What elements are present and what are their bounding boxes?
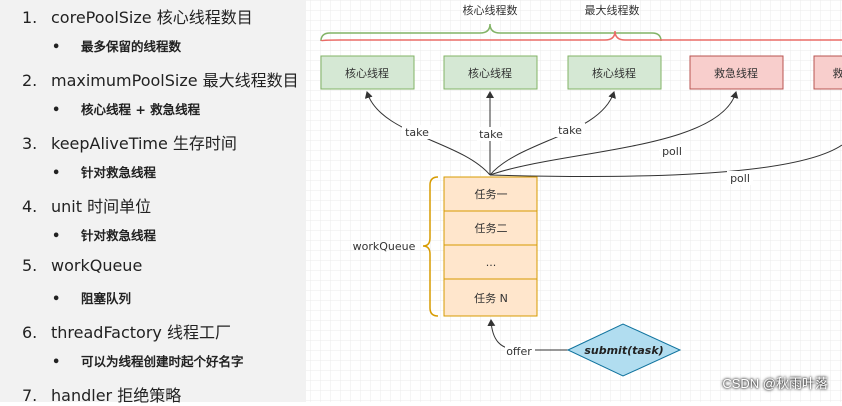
note-sub-3: •针对救急线程 [52,162,156,181]
take-label-3: take [558,124,582,137]
note-sub-4: •针对救急线程 [52,225,156,244]
diagram-canvas: 核心线程数 最大线程数 核心线程 核心线程 核心线程 救急线程 救 take t… [306,0,842,402]
core-thread-3-label: 核心线程 [592,66,636,80]
note-item-1: 1.corePoolSize 核心线程数目 [22,4,253,28]
queue-task-2-label: 任务二 [475,222,508,235]
note-item-6: 6.threadFactory 线程工厂 [22,319,231,343]
poll-label-1: poll [662,145,682,158]
note-item-5: 5.workQueue [22,256,142,275]
note-sub-6: •可以为线程创建时起个好名字 [52,351,244,370]
note-sub-1: •最多保留的线程数 [52,36,181,55]
take-label-1: take [405,126,429,139]
core-count-label: 核心线程数 [463,3,518,17]
notes-panel: 1.corePoolSize 核心线程数目 •最多保留的线程数 2.maximu… [0,0,306,402]
note-sub-2: •核心线程 + 救急线程 [52,99,200,118]
queue-task-4-label: 任务 N [474,292,508,305]
queue-label: workQueue [353,240,416,253]
note-item-3: 3.keepAliveTime 生存时间 [22,130,237,154]
note-item-2: 2.maximumPoolSize 最大线程数目 [22,67,299,91]
poll-label-2: poll [730,172,750,185]
watermark: CSDN @秋雨叶落 [722,373,828,392]
thread-pool-diagram: 核心线程数 最大线程数 核心线程 核心线程 核心线程 救急线程 救 take t… [306,0,842,402]
note-item-4: 4.unit 时间单位 [22,193,151,217]
note-sub-5: •阻塞队列 [52,288,131,307]
note-item-7: 7.handler 拒绝策略 [22,382,181,406]
max-count-label: 最大线程数 [585,3,640,17]
take-label-2: take [479,128,503,141]
emergency-thread-2-label: 救 [833,66,842,80]
submit-task-label: submit(task) [584,344,663,357]
core-thread-2-label: 核心线程 [468,66,512,80]
core-thread-1-label: 核心线程 [345,66,389,80]
queue-task-3-label: ... [486,256,497,269]
queue-task-1-label: 任务一 [475,188,508,201]
offer-label: offer [506,345,532,358]
emergency-thread-1-label: 救急线程 [714,66,758,80]
